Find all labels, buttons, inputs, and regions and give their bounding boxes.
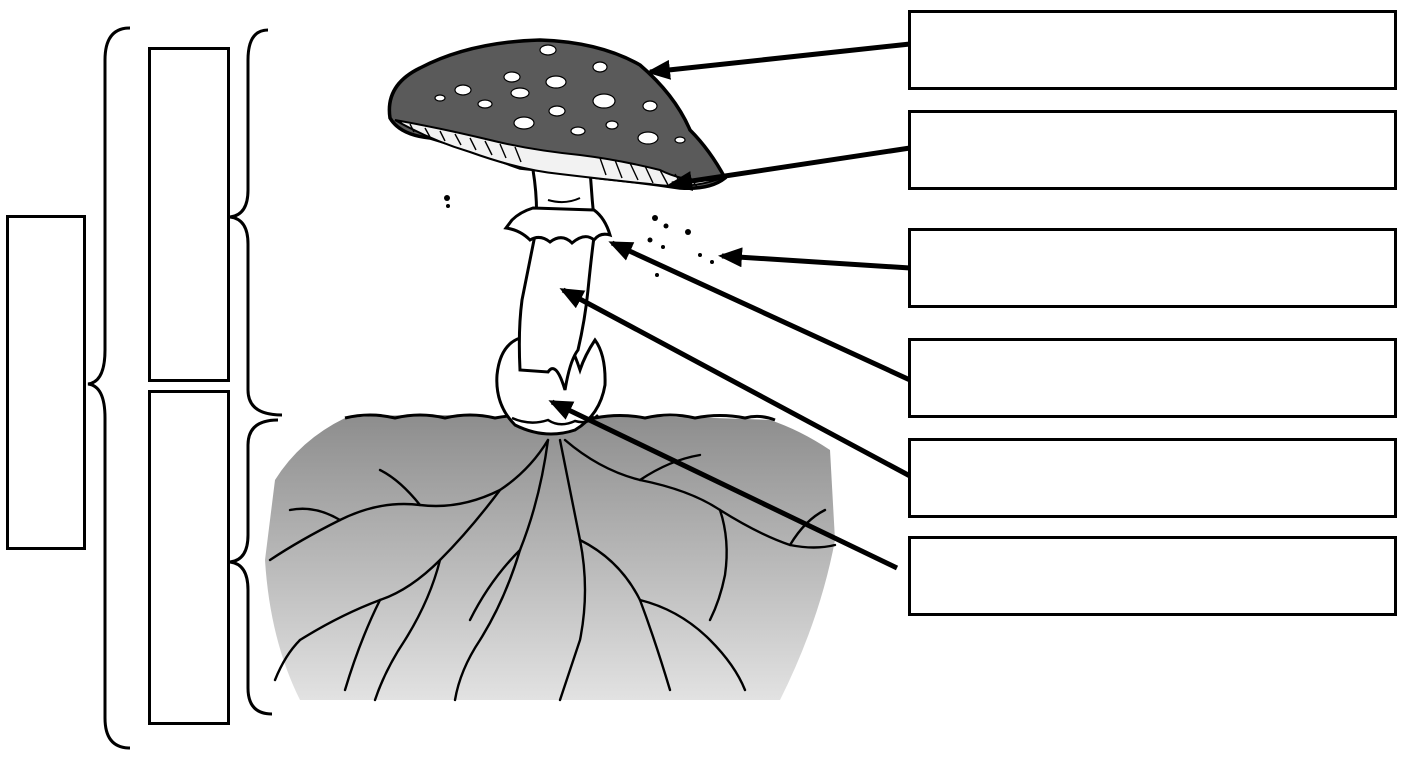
label-box-spores[interactable] (908, 228, 1397, 308)
label-box-stalk[interactable] (908, 438, 1397, 518)
soil (265, 415, 835, 700)
label-box-gills[interactable] (908, 110, 1397, 190)
bracket-upper (230, 30, 282, 415)
label-box-ring[interactable] (908, 338, 1397, 418)
label-box-volva[interactable] (908, 536, 1397, 616)
label-box-lower-part[interactable] (148, 390, 230, 725)
arrow-cap (650, 44, 910, 72)
label-box-whole-fungus[interactable] (6, 215, 86, 550)
arrow-spores (722, 256, 910, 268)
bracket-whole (88, 28, 130, 748)
label-box-upper-part[interactable] (148, 47, 230, 382)
label-box-cap[interactable] (908, 10, 1397, 90)
ring (506, 208, 610, 243)
